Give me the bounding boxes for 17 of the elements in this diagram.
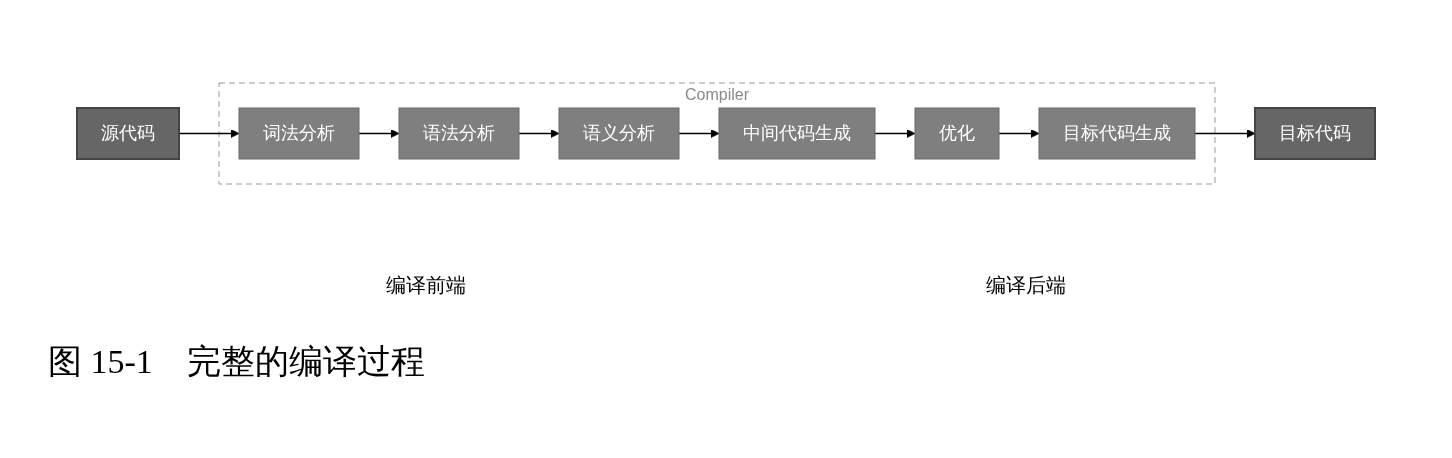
node-box: 词法分析 — [238, 107, 360, 159]
node-box: 源代码 — [76, 106, 180, 160]
arrow — [678, 128, 720, 138]
node-box: 目标代码生成 — [1038, 107, 1196, 159]
node-box: 中间代码生成 — [718, 107, 876, 159]
arrow — [998, 128, 1040, 138]
node-box: 目标代码 — [1254, 106, 1376, 160]
node-box: 优化 — [914, 107, 1000, 159]
figure-caption: 图 15-1 完整的编译过程 — [48, 342, 425, 382]
bracket-label: 编译后端 — [986, 273, 1066, 298]
arrow — [874, 128, 916, 138]
node-box: 语义分析 — [558, 107, 680, 159]
arrow — [518, 128, 560, 138]
arrow — [358, 128, 400, 138]
node-box: 语法分析 — [398, 107, 520, 159]
arrow — [1194, 128, 1256, 138]
bracket-label: 编译前端 — [386, 273, 466, 298]
